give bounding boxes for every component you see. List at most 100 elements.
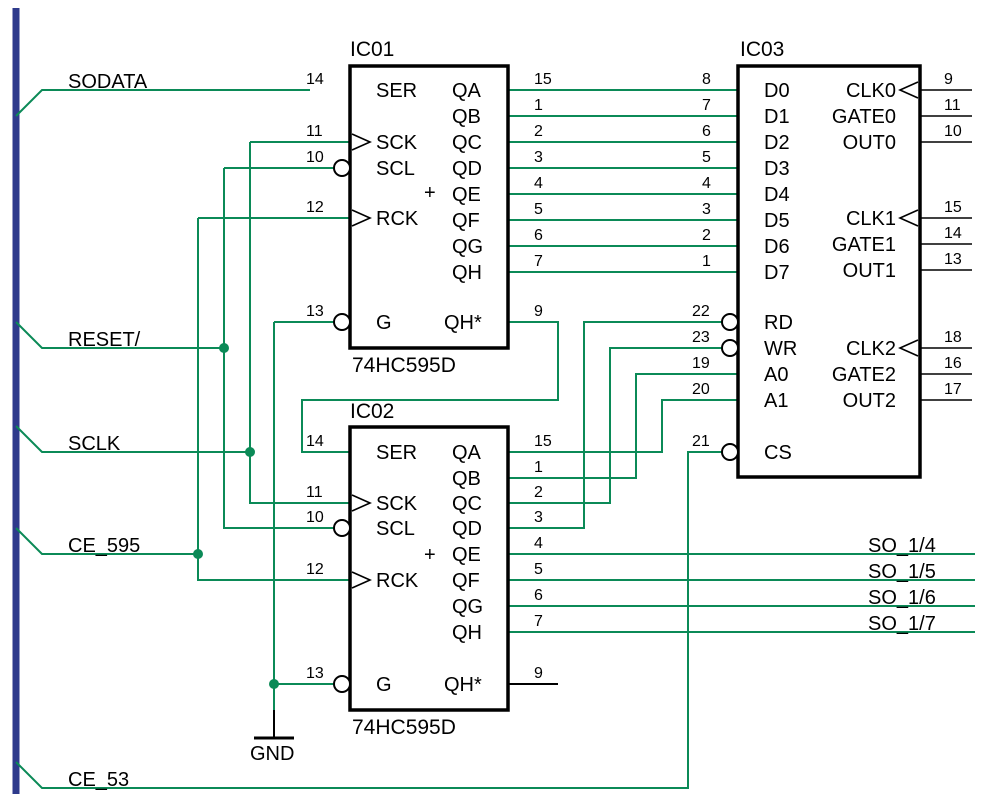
net-label-so14: SO_1/4 [868,535,936,557]
net-label-so16: SO_1/6 [868,587,936,609]
ic01-pin-num: 11 [306,123,323,140]
ic01-pin-label: SER [376,80,417,102]
ic01-pin-num: 6 [534,227,543,244]
bus-entry-ce595: CE_595 [15,527,198,557]
ic03-pin-num: 7 [702,97,711,114]
junction-dot [269,679,279,689]
ic01-pin-num: 1 [534,97,543,114]
ic02-pin-num: 5 [534,561,543,578]
ic01-pin-num: 3 [534,149,543,166]
ic02-pin-label: QE [452,544,481,566]
ic02-pin-label: RCK [376,570,419,592]
ic02-pin-label: QG [452,596,483,618]
wire-sck [249,142,350,504]
ic03-pin-label: GATE0 [832,106,896,128]
ic02-pin-num: 4 [534,535,543,552]
ic03-pin-label: D0 [764,80,790,102]
ic02-pin-num: 10 [306,509,324,526]
ic01-plus: + [424,182,436,204]
ic03-pin-label: OUT1 [843,260,896,282]
ic01-clock-rck [351,209,372,227]
ic01-pin-num: 13 [306,303,324,320]
ic03-pin-label: D4 [764,184,790,206]
ic01-pin-label: QB [452,106,481,128]
ic03-pin-label: D2 [764,132,790,154]
ic01-pin-label: QG [452,236,483,258]
ic03-bubble-cs [721,443,739,461]
junction-dot [219,343,229,353]
ic02-pin-label: QH* [444,674,482,696]
ic03-pin-label: D6 [764,236,790,258]
ic03-pin-label: D3 [764,158,790,180]
ic02-pin-label: QH [452,622,482,644]
ic03-pin-num: 16 [944,355,962,372]
ic02-body [348,425,510,712]
ic03: IC03 8 7 6 5 4 3 2 1 22 23 1 [692,38,972,479]
ic03-pin-num: 18 [944,329,962,346]
ic01-pin-label: QD [452,158,482,180]
ic02-pin-label: SCK [376,493,418,515]
ic03-pin-label: RD [764,312,793,334]
ic03-bubble-rd [721,313,739,331]
ic01-pin-label: SCL [376,158,415,180]
ic01-pin-label: QE [452,184,481,206]
net-label-ce53: CE_53 [68,769,129,791]
ic03-pin-num: 5 [702,149,711,166]
ic02-pin-label: G [376,674,392,696]
net-label-reset: RESET/ [68,329,141,351]
ic01-pin-num: 12 [306,199,324,216]
ic03-name: IC03 [740,38,784,61]
ic03-pin-num: 23 [692,329,710,346]
ic03-bubble-wr [721,339,739,357]
ic03-pin-label: A0 [764,364,788,386]
ic01-name: IC01 [350,38,394,61]
net-label-sodata: SODATA [68,71,148,93]
ic03-pin-num: 10 [944,123,962,140]
ic02-pin-num: 1 [534,459,543,476]
ic03-pin-num: 22 [692,303,710,320]
ic02-part: 74HC595D [352,716,456,739]
net-label-sclk: SCLK [68,433,121,455]
ic02: IC02 74HC595D + 14 11 10 12 13 SER SCK S… [306,400,558,739]
ic03-pin-label: OUT0 [843,132,896,154]
ic02-name: IC02 [350,400,394,423]
ic01-pin-label: QA [452,80,482,102]
ic01-bubble-g [333,313,351,331]
wire-scl [223,168,334,529]
ic03-pin-num: 3 [702,201,711,218]
ic02-pin-num: 12 [306,561,324,578]
ic02-pin-label: SER [376,442,417,464]
ic03-body [736,64,922,479]
gnd-symbol: GND [250,710,294,765]
ic01: IC01 74HC595D + 14 11 10 12 13 SER SCK S… [306,38,552,377]
ic02-bubble-g [333,675,351,693]
junction-dot [193,549,203,559]
bus-entry-sclk: SCLK [15,425,250,455]
ic03-pin-num: 19 [692,355,710,372]
ic01-pin-num: 5 [534,201,543,218]
ic03-clock-clk1 [898,209,919,227]
junction-dot [245,447,255,457]
net-label-so15: SO_1/5 [868,561,936,583]
ic03-pin-label: WR [764,338,797,360]
ic02-pin-label: QD [452,518,482,540]
ic01-pin-label: RCK [376,208,419,230]
bus-entry-sodata: SODATA [15,71,310,117]
ic03-pin-num: 14 [944,225,962,242]
net-label-so17: SO_1/7 [868,613,936,635]
ic02-bubble-scl [333,519,351,537]
ic03-pin-label: D1 [764,106,790,128]
ic01-pin-label: G [376,312,392,334]
ic02-pin-num: 11 [306,484,323,501]
ic03-pin-num: 11 [944,97,961,114]
ic02-pin-num: 14 [306,433,324,450]
ic01-pin-num: 10 [306,149,324,166]
ic01-body [348,64,510,350]
ic01-pin-label: QH [452,262,482,284]
net-label-ce595: CE_595 [68,535,140,557]
ic03-pin-num: 13 [944,251,962,268]
ic01-pin-num: 14 [306,71,324,88]
ic03-pin-label: CLK1 [846,208,896,230]
wire-rck [197,218,350,581]
